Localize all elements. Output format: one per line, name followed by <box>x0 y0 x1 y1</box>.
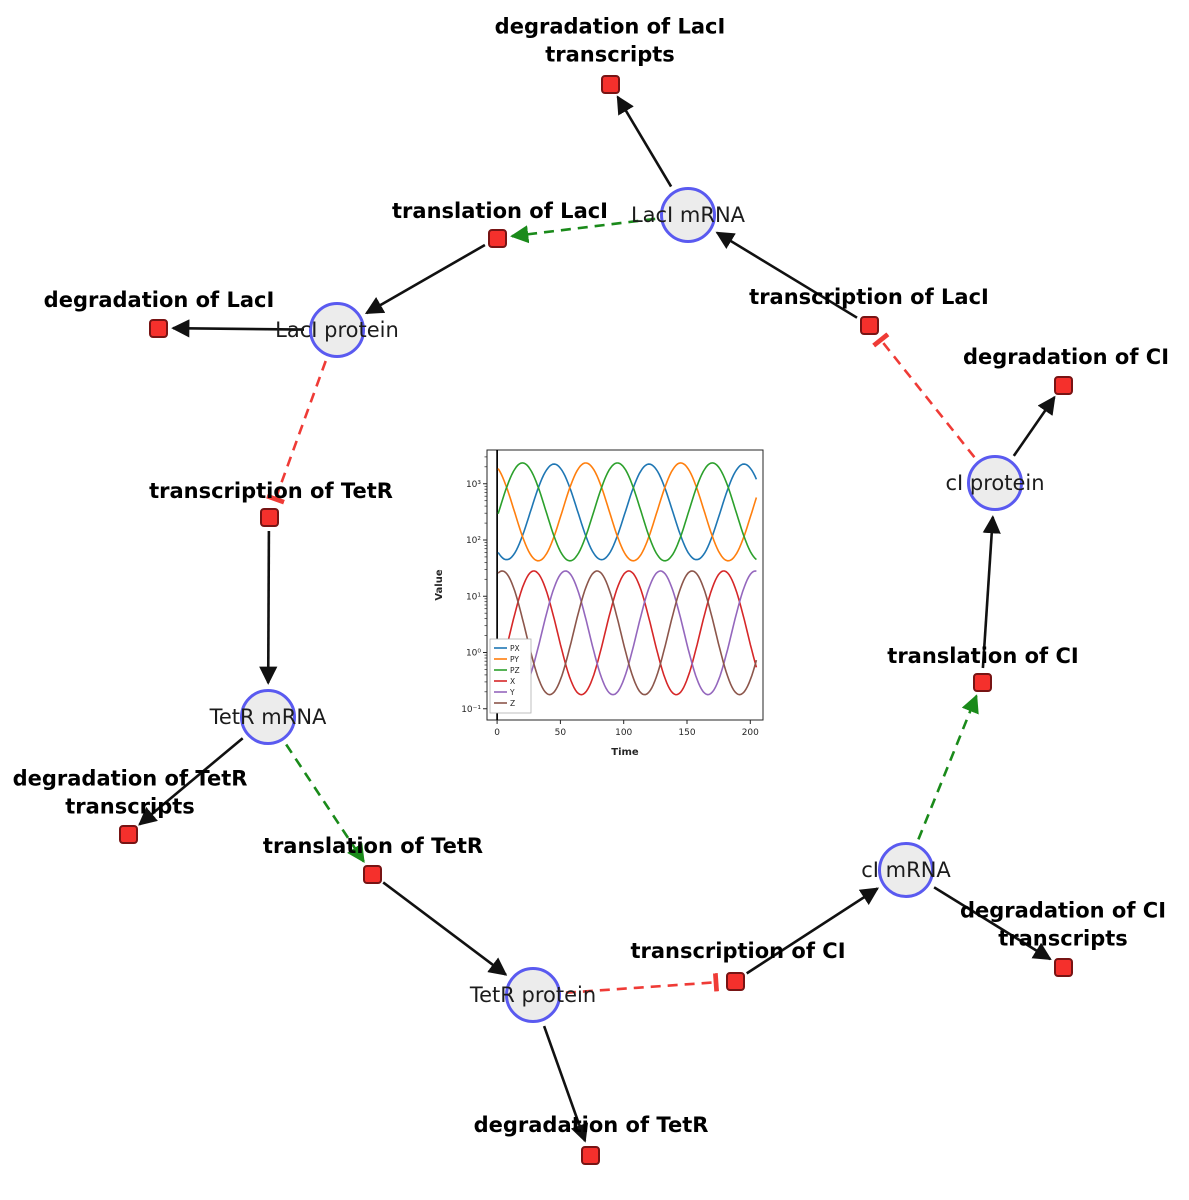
edge-inhibition-tetr_protein-to-transcr_ci <box>565 973 719 994</box>
y-tick-label: 10⁻¹ <box>461 705 481 715</box>
edge-consumption-ci_protein-to-deg_ci <box>1012 395 1056 457</box>
edge-production-transl_ci-to-ci_protein <box>981 515 1001 669</box>
edge-inhibition-ci_protein-to-transcr_laci <box>872 332 976 459</box>
chart-legend-box <box>489 638 532 714</box>
edge-consumption-tetr_protein-to-deg_tetr <box>542 1025 589 1143</box>
series-Y <box>497 570 757 696</box>
species-node-ci_protein[interactable] <box>967 455 1023 511</box>
reaction-node-transcr_laci[interactable] <box>859 315 879 335</box>
edge-modifier-tetr_mrna-to-transl_tetr <box>285 743 365 864</box>
y-tick-label: 10² <box>466 536 481 546</box>
edge-consumption-ci_mrna-to-deg_ci_tx <box>933 886 1052 961</box>
edge-production-transcr_ci-to-ci_mrna <box>745 887 880 975</box>
series-PY <box>497 462 758 562</box>
reaction-node-transl_tetr[interactable] <box>362 864 382 884</box>
species-node-laci_mrna[interactable] <box>660 187 716 243</box>
reaction-node-deg_ci[interactable] <box>1053 375 1073 395</box>
chart-ylabel: Value <box>434 569 445 600</box>
legend-label-Z: Z <box>510 699 515 708</box>
reaction-node-deg_tetr_tx[interactable] <box>118 824 138 844</box>
x-tick-label: 200 <box>742 728 759 738</box>
species-node-ci_mrna[interactable] <box>878 842 934 898</box>
y-tick-label: 10⁰ <box>466 649 481 659</box>
series-PZ <box>497 462 757 562</box>
edge-inhibition-laci_protein-to-transcr_tetr <box>266 360 327 505</box>
x-tick-label: 50 <box>555 728 567 738</box>
edge-consumption-laci_protein-to-deg_laci <box>171 319 305 338</box>
edge-consumption-laci_mrna-to-deg_laci_tx <box>616 95 673 188</box>
x-tick-label: 100 <box>615 728 632 738</box>
reaction-node-deg_laci[interactable] <box>148 318 168 338</box>
reaction-node-deg_tetr[interactable] <box>580 1145 600 1165</box>
edge-modifier-laci_mrna-to-transl_laci <box>510 217 656 244</box>
edge-modifier-ci_mrna-to-transl_ci <box>917 694 979 840</box>
x-tick-label: 150 <box>678 728 695 738</box>
y-tick-label: 10¹ <box>466 592 481 602</box>
species-node-tetr_protein[interactable] <box>505 967 561 1023</box>
reaction-node-deg_ci_tx[interactable] <box>1053 957 1073 977</box>
series-X <box>497 570 758 696</box>
species-node-laci_protein[interactable] <box>309 302 365 358</box>
series-PX <box>497 463 758 561</box>
edge-production-transl_tetr-to-tetr_protein <box>382 881 508 976</box>
series-Z <box>497 570 758 696</box>
legend-label-PZ: PZ <box>510 666 520 675</box>
edge-production-transcr_tetr-to-tetr_mrna <box>259 530 278 685</box>
reaction-node-deg_laci_tx[interactable] <box>600 74 620 94</box>
x-tick-label: 0 <box>494 728 500 738</box>
y-tick-label: 10³ <box>466 480 481 490</box>
species-node-tetr_mrna[interactable] <box>240 689 296 745</box>
reaction-node-transl_ci[interactable] <box>972 672 992 692</box>
legend-label-X: X <box>510 677 515 686</box>
edge-production-transl_laci-to-laci_protein <box>364 243 486 315</box>
legend-label-Y: Y <box>509 688 515 697</box>
legend-label-PX: PX <box>510 644 520 653</box>
reaction-node-transcr_ci[interactable] <box>725 971 745 991</box>
edge-consumption-tetr_mrna-to-deg_tetr_tx <box>138 737 244 826</box>
edge-production-transcr_laci-to-laci_mrna <box>715 231 858 319</box>
chart-xlabel: Time <box>611 747 639 758</box>
reaction-node-transcr_tetr[interactable] <box>259 507 279 527</box>
legend-label-PY: PY <box>510 655 519 664</box>
reaction-node-transl_laci[interactable] <box>487 228 507 248</box>
